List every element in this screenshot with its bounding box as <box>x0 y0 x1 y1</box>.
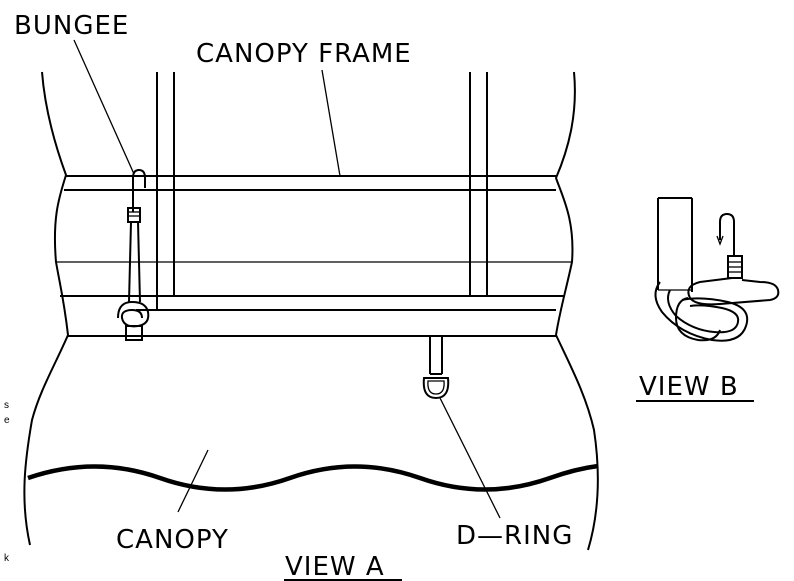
d-ring-assembly <box>422 336 450 400</box>
bungee-assembly <box>117 168 150 341</box>
bungee-crimp <box>127 207 141 223</box>
view-b-strap-loop <box>674 297 721 342</box>
bungee-tab <box>125 325 143 341</box>
canopy-outline-right <box>554 71 599 551</box>
bungee-label: BUNGEE <box>14 11 129 41</box>
view-b-loop-outer <box>654 281 749 342</box>
canopy-outline-left <box>23 71 70 546</box>
edge-letter-e: e <box>4 415 10 426</box>
canopy-frame-label: CANOPY FRAME <box>196 39 412 69</box>
view-b-hook <box>719 212 735 256</box>
view-a-drawing: BUNGEE CANOPY FRAME CANOPY D—RING VIEW A… <box>4 11 599 581</box>
edge-letter-k: k <box>4 553 10 564</box>
view-b-drawing: VIEW B <box>636 197 780 402</box>
bungee-loop-knot <box>117 300 150 328</box>
d-ring-label: D—RING <box>456 521 573 551</box>
canopy-wavy-edge <box>27 463 599 492</box>
d-ring-inner <box>427 380 445 395</box>
bungee-cord-left <box>128 221 132 303</box>
d-ring-leader <box>439 397 501 519</box>
canopy-frame-leader <box>321 69 341 177</box>
view-b-loop-inner <box>667 289 740 334</box>
canopy-leader <box>177 449 209 513</box>
view-b-hook-tip <box>716 235 724 246</box>
bungee-cord-right <box>137 221 141 303</box>
edge-letter-s: s <box>4 400 9 411</box>
canopy-label: CANOPY <box>116 525 229 555</box>
view-b-title: VIEW B <box>639 372 739 402</box>
view-a-title: VIEW A <box>285 552 385 581</box>
d-ring-icon <box>422 377 450 400</box>
view-b-bungee-loop <box>687 277 780 306</box>
bungee-hook <box>132 168 146 212</box>
bungee-leader <box>73 39 135 175</box>
